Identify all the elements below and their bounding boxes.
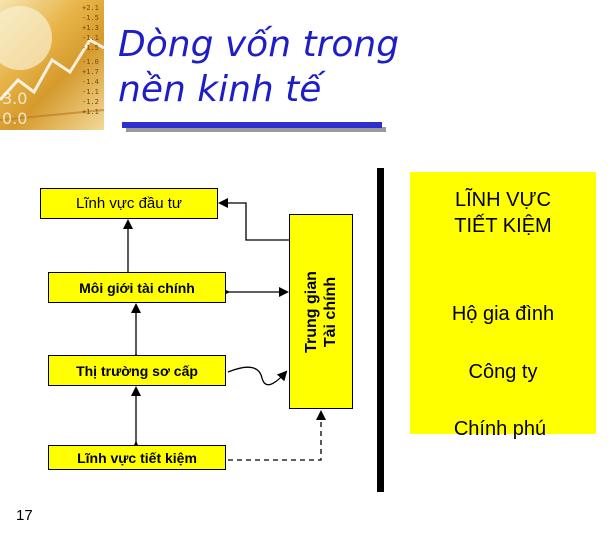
intermediary-line-1: Trung gian (303, 270, 320, 353)
saving-panel-title: LĨNH VỰC TIẾT KIỆM (410, 187, 596, 239)
logo-number: -1.4 (82, 78, 99, 86)
logo-number: +1.3 (82, 24, 99, 32)
logo-number: -1.0 (82, 58, 99, 66)
logo-number: +1.1 (82, 108, 99, 116)
trend-line (0, 37, 104, 102)
title-underline-shadow (126, 127, 386, 132)
saving-item-companies: Công ty (468, 361, 538, 383)
saving-panel-title-line-2: TIẾT KIỆM (454, 215, 552, 237)
baseline-line (0, 109, 104, 121)
intermediary-line-2: Tài chính (322, 276, 339, 347)
primary-market-label: Thị trường sơ cấp (76, 362, 198, 379)
saving-panel-title-line-1: LĨNH VỰC (455, 189, 551, 211)
vertical-divider (377, 168, 384, 492)
arrow-primary-intermediary (227, 366, 288, 386)
logo-number: +2.1 (82, 4, 99, 12)
title-underline (122, 122, 382, 128)
saving-item-government: Chính phú (453, 418, 547, 440)
title-line-2: nền kinh tế (118, 69, 322, 110)
investment-sector-box: Lĩnh vực đầu tư (40, 188, 218, 219)
financial-broker-box: Môi giới tài chính (48, 272, 226, 303)
financial-intermediary-label: Trung gian Tài chính (302, 271, 340, 353)
logo-number: -1.5 (82, 14, 99, 22)
saving-sector-box: Lĩnh vực tiết kiệm (48, 445, 226, 470)
page-title: Dòng vốn trong nền kinh tế (118, 22, 458, 112)
saving-sector-label: Lĩnh vực tiết kiệm (77, 449, 197, 466)
dashed-arrow-saving-intermediary (228, 410, 326, 461)
primary-market-box: Thị trường sơ cấp (48, 355, 226, 386)
investment-sector-label: Lĩnh vực đầu tư (76, 195, 182, 212)
saving-sector-panel (410, 172, 596, 434)
financial-broker-label: Môi giới tài chính (79, 279, 195, 296)
saving-item-households: Hộ gia đình (451, 303, 555, 325)
finance-chart-illustration: +2.1 -1.5 +1.3 -1.1 -1.5 -1.0 +1.7 -1.4 … (0, 4, 104, 128)
page-number: 17 (16, 507, 33, 524)
title-line-1: Dòng vốn trong (118, 24, 400, 65)
financial-intermediary-box: Trung gian Tài chính (289, 214, 353, 409)
logo-number: -1.1 (82, 34, 99, 42)
logo-number: 0.0 (2, 109, 27, 128)
logo-number: 3.0 (2, 89, 27, 108)
logo-number: -1.5 (82, 44, 99, 52)
logo-number: +1.7 (82, 68, 99, 76)
finance-logo-image: +2.1 -1.5 +1.3 -1.1 -1.5 -1.0 +1.7 -1.4 … (0, 0, 104, 130)
logo-number: -1.1 (82, 88, 99, 96)
logo-number: -1.2 (82, 98, 99, 106)
globe-shape (0, 6, 52, 70)
